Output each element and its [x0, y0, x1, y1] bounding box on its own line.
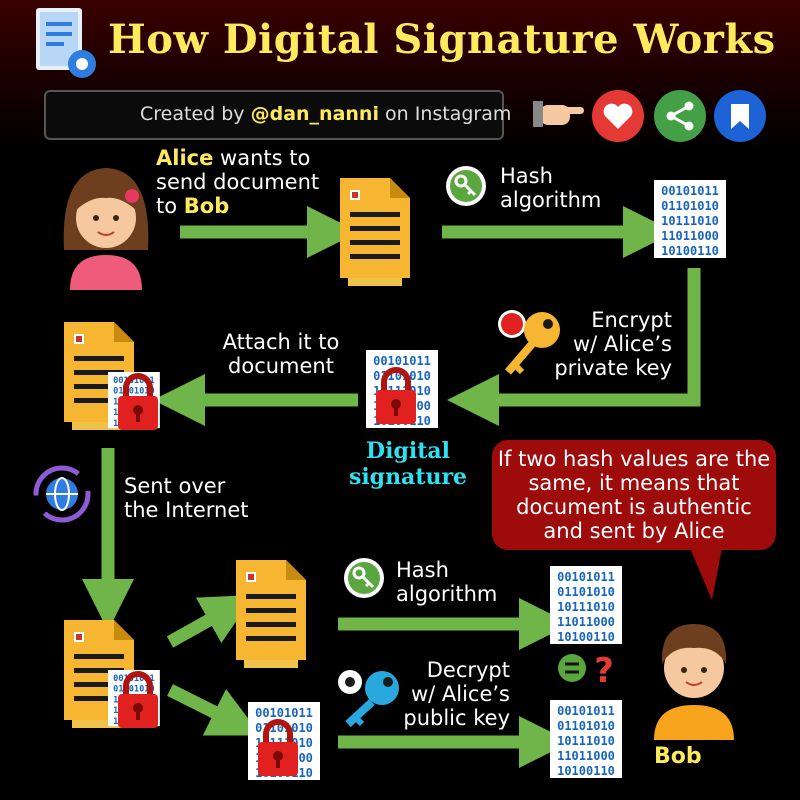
digital-signature-icon: [366, 350, 438, 428]
alice-caption-line-1: Alice wants to: [156, 146, 310, 170]
credit-text: Created by @dan_nanni on Instagram: [140, 102, 511, 126]
encrypt-label-line-3: private key: [554, 356, 672, 380]
private-key-icon: [498, 310, 560, 375]
sent-label-line-2: the Internet: [124, 498, 249, 522]
received-document-icon: [64, 620, 160, 728]
credit-suffix: on Instagram: [385, 103, 512, 125]
alice-caption-line-2: send document: [156, 170, 320, 194]
svg-text:?: ?: [594, 651, 614, 691]
alice-name: Alice: [156, 146, 214, 170]
key-icon: [342, 556, 386, 600]
sent-label-line-1: Sent over: [124, 474, 226, 498]
document-icon: [236, 560, 306, 668]
attach-label-line-1: Attach it to: [222, 330, 340, 354]
document-icon: [340, 178, 410, 286]
alice-caption-rest: wants to: [213, 146, 311, 170]
decrypt-label-line-1: Decrypt: [426, 658, 510, 682]
instagram-handle-link[interactable]: @dan_nanni: [250, 103, 379, 125]
document-settings-icon: [36, 8, 96, 78]
share-icon[interactable]: [654, 90, 706, 142]
encrypt-label-line-1: Encrypt: [591, 308, 672, 332]
page-title: How Digital Signature Works: [108, 16, 776, 63]
heart-icon[interactable]: [592, 90, 644, 142]
digital-signature-line-1: Digital: [366, 438, 450, 464]
callout-bubble: [492, 440, 776, 550]
decrypt-label-line-3: public key: [403, 706, 510, 730]
encrypt-label-line-2: w/ Alice’s: [572, 332, 672, 356]
encrypted-signature-icon: [248, 702, 320, 780]
credit-prefix: Created by: [140, 103, 245, 125]
callout-text: If two hash values are the same, it mean…: [497, 447, 771, 543]
hash-value-icon: [550, 566, 622, 644]
bob-name: Bob: [183, 194, 230, 218]
compare-icon: ?: [558, 651, 614, 691]
key-icon: [444, 164, 488, 208]
signed-document-icon: [64, 322, 160, 430]
bob-avatar: [654, 624, 734, 740]
digital-signature-line-2: signature: [348, 464, 468, 490]
hash-label-line-2: algorithm: [396, 582, 498, 606]
digital-signature-label: Digital signature: [342, 438, 474, 490]
hash-label-line-1: Hash: [500, 164, 553, 188]
bookmark-icon[interactable]: [714, 90, 766, 142]
hash-value-icon: [654, 180, 726, 258]
globe-icon: [33, 465, 91, 523]
flow-arrows: [82, 206, 701, 768]
bob-label: Bob: [654, 744, 702, 769]
hash-label-line-1: Hash: [396, 558, 449, 582]
hash-label-line-2: algorithm: [500, 188, 602, 212]
alice-caption-line-3: to Bob: [156, 194, 229, 218]
alice-caption-prefix: to: [156, 194, 184, 218]
credit-bar: [44, 90, 504, 140]
public-key-icon: [338, 670, 399, 727]
attach-label-line-2: document: [228, 354, 334, 378]
hash-value-icon: [550, 700, 622, 778]
alice-avatar: [63, 168, 149, 290]
callout-tail: [690, 548, 722, 600]
decrypt-label-line-2: w/ Alice’s: [410, 682, 510, 706]
pointing-hand-icon: [533, 101, 584, 127]
